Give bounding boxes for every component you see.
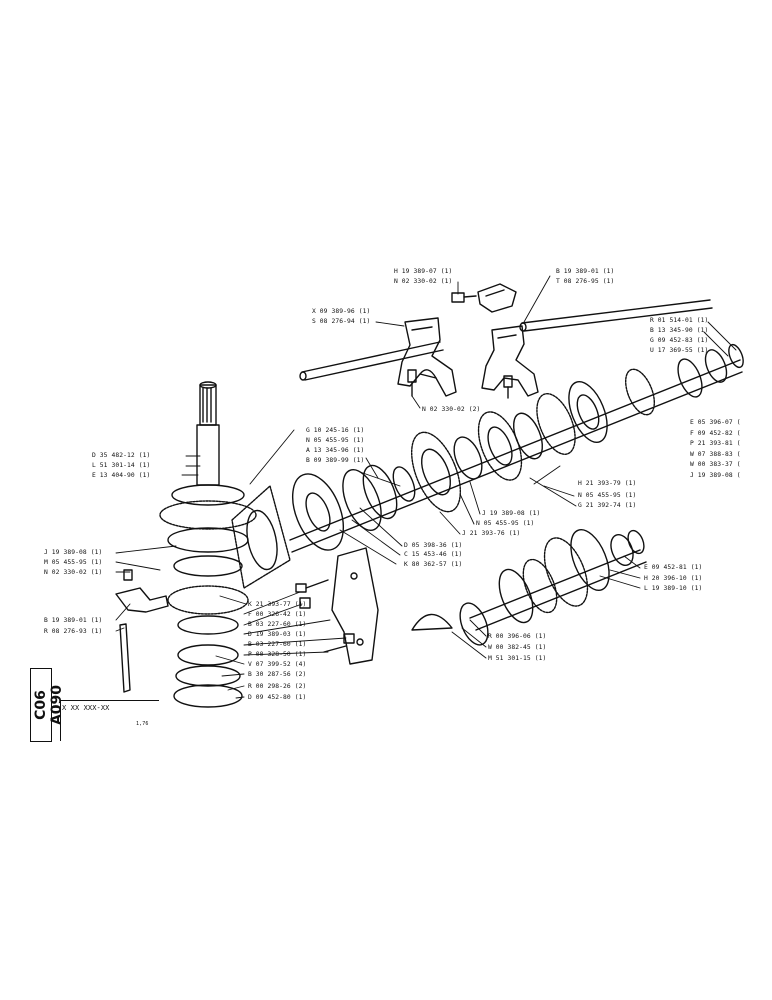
reference-frame — [60, 700, 159, 741]
part-label: R 08 276-93 (1) — [44, 628, 103, 635]
part-label: B 09 389-99 (1) — [306, 457, 365, 464]
part-label: K 21 393-77 (1) — [248, 601, 307, 608]
part-label: J 19 389-08 (1) — [482, 510, 541, 517]
fork-lower-left — [115, 569, 169, 693]
part-label: R 00 396-06 (1) — [488, 633, 547, 640]
part-label: N 05 455-95 (1) — [306, 437, 365, 444]
main-gear-stack — [291, 343, 744, 551]
part-label: B 03 227-60 (1) — [248, 641, 307, 648]
shift-fork-left — [397, 317, 457, 397]
part-label: G 21 392-74 (1) — [578, 502, 637, 509]
part-label: M 05 455-95 (1) — [44, 559, 103, 566]
part-label: D 05 398-36 (1) — [404, 542, 463, 549]
part-label: M 51 301-15 (1) — [488, 655, 547, 662]
part-label: E 09 452-81 (1) — [644, 564, 703, 571]
part-label: T 08 276-95 (1) — [556, 278, 615, 285]
selector-block — [477, 283, 517, 313]
part-label: N 02 330-02 (1) — [44, 569, 103, 576]
reference-date: 1,76 — [136, 721, 149, 727]
part-label: B 13 345-90 (1) — [650, 327, 709, 334]
part-label: D 35 482-12 (1) — [92, 452, 151, 459]
part-label: B 19 389-01 (1) — [556, 268, 615, 275]
leader-lines — [115, 275, 737, 699]
part-label: F 09 452-82 ( — [690, 430, 741, 437]
part-label: P 21 393-81 ( — [690, 440, 741, 447]
part-label: J 19 389-08 ( — [690, 472, 741, 479]
part-label: E 05 396-07 ( — [690, 419, 741, 426]
part-label: N 05 455-95 (1) — [476, 520, 535, 527]
part-label: D 19 389-03 (1) — [248, 631, 307, 638]
main-shaft — [289, 359, 743, 553]
part-label: H 21 393-79 (1) — [578, 480, 637, 487]
part-label: N 02 330-02 (2) — [422, 406, 481, 413]
part-label: H 19 389-07 (1) — [394, 268, 453, 275]
part-label: W 00 383-37 ( — [690, 461, 741, 468]
page-code: C06 A090 — [33, 684, 65, 726]
part-label: L 19 389-10 (1) — [644, 585, 703, 592]
pinion-shaft — [159, 381, 257, 708]
part-label: V 07 399-52 (4) — [248, 661, 307, 668]
part-label: S 08 276-94 (1) — [312, 318, 371, 325]
bolts-top — [407, 292, 513, 399]
part-label: N 02 330-02 (1) — [394, 278, 453, 285]
shift-fork-right — [481, 325, 539, 397]
part-label: G 09 452-83 (1) — [650, 337, 709, 344]
part-label: X 09 389-96 (1) — [312, 308, 371, 315]
part-label: B 30 287-56 (2) — [248, 671, 307, 678]
part-label: J 21 393-76 (1) — [462, 530, 521, 537]
part-label: W 00 382-45 (1) — [488, 644, 547, 651]
part-label: R 01 514-01 (1) — [650, 317, 709, 324]
part-label: C 15 453-46 (1) — [404, 551, 463, 558]
reference-code: X XX XXX-XX — [62, 704, 110, 712]
shift-rod-left — [299, 341, 444, 381]
part-label: G 10 245-16 (1) — [306, 427, 365, 434]
part-label: E 13 404-90 (1) — [92, 472, 151, 479]
part-label: J 19 389-08 (1) — [44, 549, 103, 556]
part-label: P 00 328-50 (1) — [248, 651, 307, 658]
part-label: U 17 369-55 (1) — [650, 347, 709, 354]
part-label: L 51 301-14 (1) — [92, 462, 151, 469]
part-label: A 13 345-96 (1) — [306, 447, 365, 454]
part-label: B 19 389-01 (1) — [44, 617, 103, 624]
page-code-box: C06 A090 — [30, 668, 65, 742]
part-label: R 00 298-26 (2) — [248, 683, 307, 690]
part-label: D 09 452-80 (1) — [248, 694, 307, 701]
part-label: B 03 227-60 (1) — [248, 621, 307, 628]
part-label: K 80 362-57 (1) — [404, 561, 463, 568]
part-label: H 20 396-10 (1) — [644, 575, 703, 582]
housing-bracket — [331, 547, 379, 665]
part-label: N 05 455-95 (1) — [578, 492, 637, 499]
part-label: F 00 326-42 (1) — [248, 611, 307, 618]
bevel-gear — [231, 485, 291, 589]
part-label: W 07 388-83 ( — [690, 451, 741, 458]
